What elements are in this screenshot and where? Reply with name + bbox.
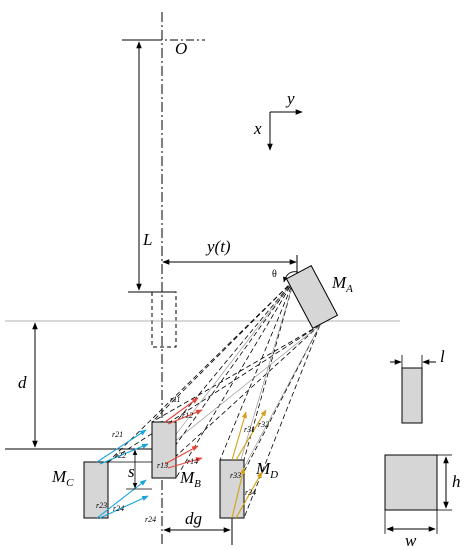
r32-label: r32: [258, 420, 269, 429]
sight-lines: [107, 279, 321, 519]
y-t-label: y(t): [205, 237, 231, 256]
red-vectors: [164, 397, 203, 469]
magnet-B: MB: [151, 421, 201, 490]
dimension-s: s: [108, 449, 152, 490]
r11-label: r11: [170, 395, 181, 404]
magnet-B-label: MB: [179, 468, 201, 490]
magnet-C: MC: [51, 461, 109, 519]
detail-l: l: [390, 347, 445, 424]
theta-arc: [283, 271, 299, 283]
r33-label: r33: [230, 471, 241, 480]
s-label: s: [128, 462, 135, 481]
L-label: L: [142, 230, 152, 249]
detail-h-w: h w: [384, 454, 461, 550]
origin-label: O: [175, 39, 187, 58]
r24-label: r24: [113, 504, 124, 513]
coordinate-axes: y x: [253, 89, 303, 151]
r23-label: r23: [96, 501, 107, 510]
dimension-L: L: [128, 39, 175, 293]
dimension-dg: dg: [163, 509, 233, 545]
blue-vectors: [96, 429, 149, 519]
ghost-magnet-outline: [151, 291, 177, 348]
theta-label: θ: [272, 269, 277, 280]
sight-lines-light: [163, 279, 321, 491]
gold-vectors: [231, 409, 267, 519]
axis-x-label: x: [253, 119, 262, 138]
d-label: d: [18, 373, 27, 392]
w-label: w: [405, 531, 417, 550]
magnet-A: θ MA: [272, 265, 353, 329]
r31-label: r31: [244, 425, 255, 434]
l-label: l: [440, 347, 445, 366]
dg-label: dg: [185, 509, 202, 528]
r14-label: r14: [187, 457, 198, 466]
dimension-y-t: y(t): [162, 237, 298, 282]
r24-bottom-label: r24: [145, 515, 156, 524]
axis-y-label: y: [285, 89, 295, 108]
r21-label: r21: [112, 430, 123, 439]
magnet-C-label: MC: [51, 467, 74, 489]
r34-label: r34: [245, 488, 256, 497]
magnet-D: MD: [219, 459, 278, 519]
magnet-A-label: MA: [331, 273, 353, 295]
r13-label: r13: [157, 461, 168, 470]
h-label: h: [452, 472, 461, 491]
r22-label: r22: [115, 451, 126, 460]
r12-label: r12: [182, 411, 193, 420]
